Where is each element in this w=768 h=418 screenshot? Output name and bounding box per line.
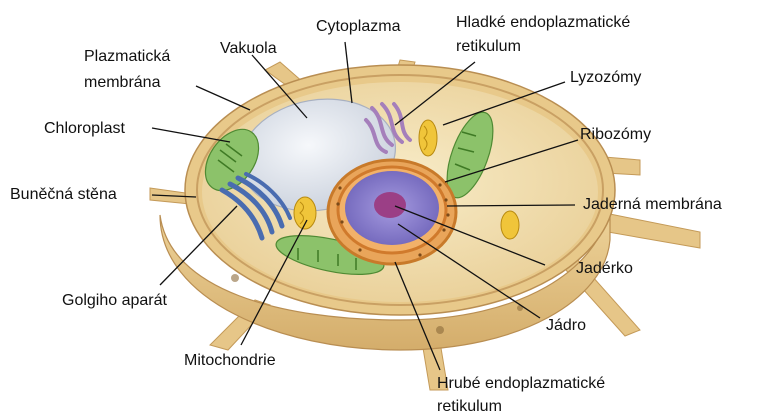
label-jaderko: Jadérko <box>576 258 633 280</box>
label-chloroplast: Chloroplast <box>44 118 125 140</box>
label-hladke-er-line2: retikulum <box>456 36 521 58</box>
label-vakuola: Vakuola <box>220 38 277 60</box>
label-plazmaticka-line2: membrána <box>84 72 160 94</box>
label-golgiho: Golgiho aparát <box>62 290 167 312</box>
label-mitochondrie: Mitochondrie <box>184 350 276 372</box>
label-hladke-er-line1: Hladké endoplazmatické <box>456 12 630 34</box>
label-hrube-er-line1: Hrubé endoplazmatické <box>437 373 605 395</box>
label-cytoplazma: Cytoplazma <box>316 16 400 38</box>
label-hrube-er-line2: retikulum <box>437 396 502 418</box>
label-ribozomy: Ribozómy <box>580 124 651 146</box>
label-plazmaticka-line1: Plazmatická <box>84 46 170 68</box>
nucleolus <box>374 192 406 218</box>
label-lyzozomy: Lyzozómy <box>570 67 641 89</box>
label-bunecna-stena: Buněčná stěna <box>10 184 117 206</box>
label-jadro: Jádro <box>546 315 586 337</box>
label-jaderna-membrana: Jaderná membrána <box>583 194 722 216</box>
